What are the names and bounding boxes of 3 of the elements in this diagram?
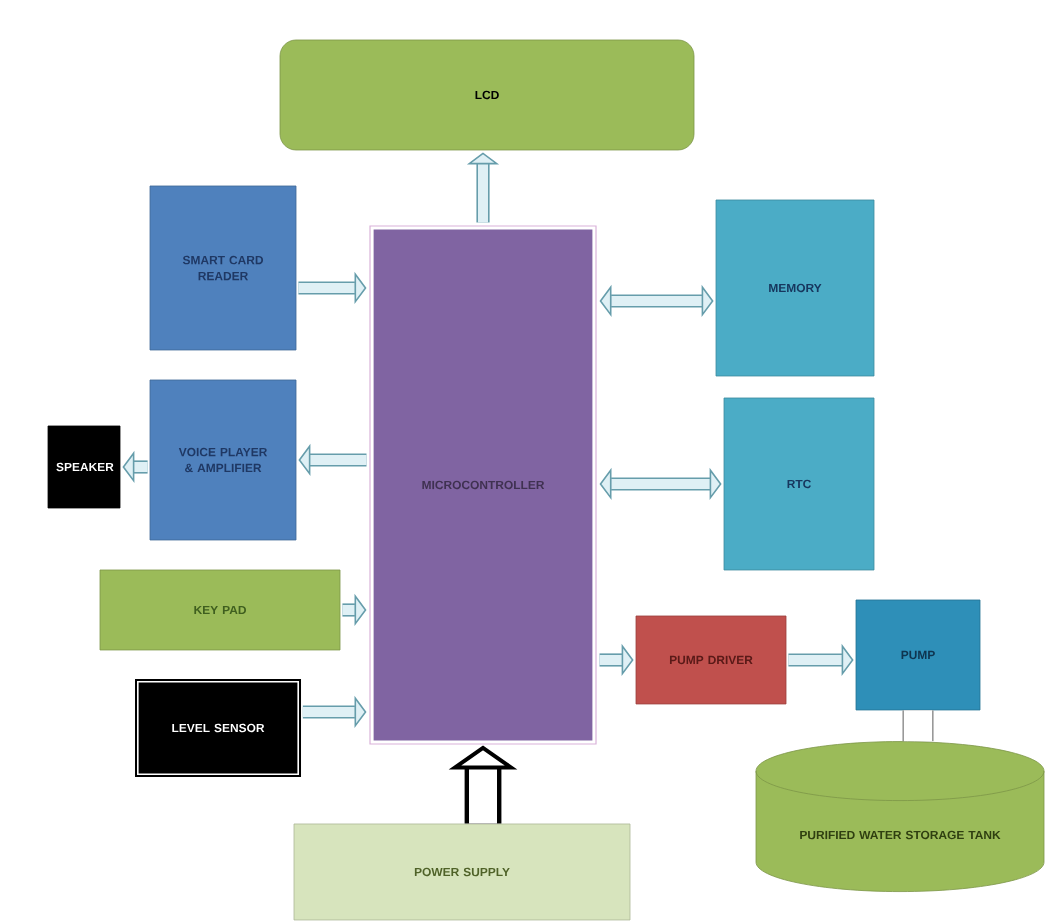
block-arrow [599,467,722,501]
block-arrow [599,284,714,318]
pipe [902,710,934,742]
